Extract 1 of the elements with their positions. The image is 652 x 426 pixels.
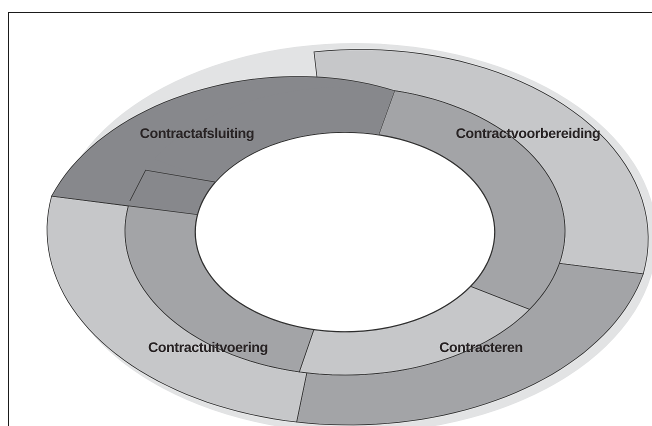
stage-label: Contractafsluiting — [140, 125, 254, 141]
